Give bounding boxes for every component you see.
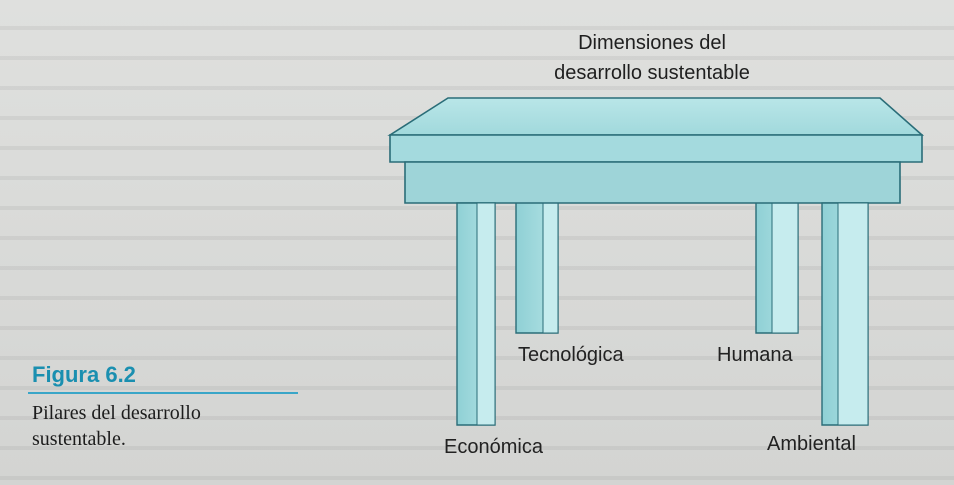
figure-caption: Pilares del desarrollo sustentable. bbox=[32, 402, 201, 450]
front-leg-ambiental bbox=[821, 202, 869, 426]
pillar-label-economica: Económica bbox=[444, 436, 543, 458]
front-leg-economica bbox=[456, 202, 496, 426]
tabletop bbox=[387, 97, 925, 204]
pillar-label-tecnologica: Tecnológica bbox=[518, 344, 624, 366]
back-leg-tecnologica bbox=[515, 200, 559, 334]
pillar-label-ambiental: Ambiental bbox=[767, 433, 856, 455]
pillar-label-humana: Humana bbox=[717, 344, 793, 366]
back-leg-humana bbox=[755, 200, 799, 334]
tabletop-title: Dimensiones del desarrollo sustentable bbox=[532, 28, 772, 88]
tabletop-title-line2: desarrollo sustentable bbox=[554, 62, 750, 84]
figure-number: Figura 6.2 bbox=[32, 362, 136, 387]
figure-caption-block: Figura 6.2 Pilares del desarrollo susten… bbox=[28, 362, 308, 452]
tabletop-title-line1: Dimensiones del bbox=[578, 32, 726, 54]
figure-divider bbox=[28, 392, 298, 394]
